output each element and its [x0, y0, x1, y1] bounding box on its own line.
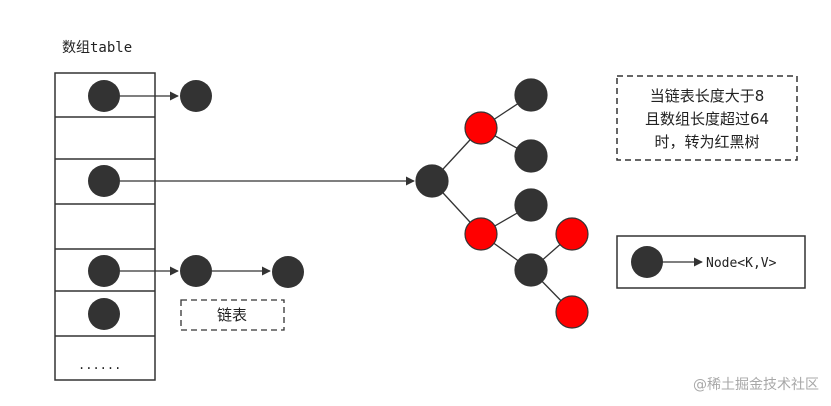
bucket-nodes [88, 80, 304, 330]
array-table [54, 72, 156, 381]
note-line-3: 时，转为红黑树 [654, 133, 759, 151]
node-black [180, 255, 212, 287]
tree-node-red [464, 111, 498, 145]
legend-node-icon [631, 246, 663, 278]
tree-node-black [514, 78, 548, 112]
node-black [180, 80, 212, 112]
note-line-2: 且数组长度超过64 [645, 110, 769, 128]
tree-node-red [555, 217, 589, 251]
node-black [88, 165, 120, 197]
table-ellipsis: ...... [78, 358, 121, 372]
note-line-1: 当链表长度大于8 [650, 87, 765, 105]
tree-node-black [514, 188, 548, 222]
node-black [88, 80, 120, 112]
tree-node-red [464, 217, 498, 251]
tree-node-black [514, 139, 548, 173]
node-black [88, 255, 120, 287]
watermark: @稀土掘金技术社区 [693, 377, 819, 393]
table-title: 数组table [62, 40, 132, 56]
legend-label: Node<K,V> [706, 256, 777, 271]
tree-node-black [514, 253, 548, 287]
node-black [272, 256, 304, 288]
note-box [616, 75, 798, 161]
node-black [88, 298, 120, 330]
red-black-tree [415, 78, 589, 329]
legend-box [616, 235, 806, 289]
list-label-box [180, 299, 285, 331]
tree-node-black [415, 164, 449, 198]
list-label: 链表 [217, 306, 247, 324]
tree-node-red [555, 295, 589, 329]
array-table-border [54, 72, 156, 381]
